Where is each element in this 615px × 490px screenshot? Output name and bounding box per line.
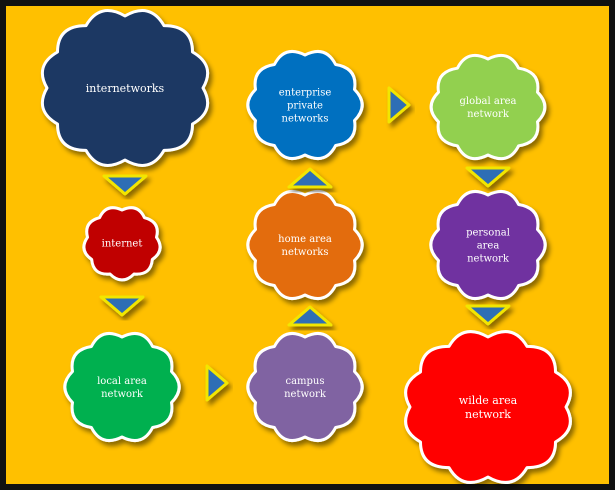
cloud-shape-personal-area-network [429,189,547,301]
arrow-enterprise-private-networks-to-global-area-network-icon [387,86,411,124]
cloud-label-campus-network: campus network [284,376,327,400]
cloud-home-area-networks: home area networks [246,189,364,301]
cloud-shape-internet [82,206,162,282]
arrow-home-area-networks-to-enterprise-private-networks-icon [287,167,333,189]
arrow-campus-network-to-home-area-networks-icon [287,305,333,327]
cloud-label-line: campus [285,376,324,387]
cloud-label-line: private [287,101,323,112]
cloud-shape-campus-network [246,331,364,443]
cloud-label-personal-area-network: personal area network [466,228,510,265]
cloud-label-global-area-network: global area network [460,96,517,120]
arrow-global-area-network-to-personal-area-network-icon [465,166,511,188]
cloud-shape-wilde-area-network [404,330,572,484]
cloud-label-internetworks: internetworks [86,82,165,95]
cloud-shape-enterprise-private-networks [246,49,364,161]
cloud-label-line: network [465,408,511,421]
cloud-label-line: network [467,254,510,265]
cloud-internetworks: internetworks [40,9,210,167]
arrow-internet-to-local-area-network-icon [99,295,145,317]
cloud-label-enterprise-private-networks: enterprise private networks [279,88,332,125]
cloud-label-line: enterprise [279,88,332,99]
cloud-label-line: internetworks [86,82,165,95]
cloud-campus-network: campus network [246,331,364,443]
cloud-label-line: internet [102,239,143,250]
cloud-label-line: network [101,389,144,400]
cloud-local-area-network: local area network [63,331,181,443]
cloud-shape-local-area-network [63,331,181,443]
arrow-local-area-network-to-campus-network-icon [205,364,229,402]
cloud-label-line: network [284,389,327,400]
cloud-shape-global-area-network [429,53,547,161]
cloud-label-line: networks [282,247,329,258]
cloud-label-line: personal [466,228,510,239]
cloud-label-line: area [477,241,500,252]
cloud-label-line: global area [460,96,517,107]
cloud-label-line: network [467,109,510,120]
cloud-label-line: local area [97,376,147,387]
cloud-shape-home-area-networks [246,189,364,301]
cloud-label-line: networks [282,114,329,125]
cloud-label-internet: internet [102,239,143,250]
cloud-label-home-area-networks: home area networks [278,234,332,258]
arrow-internetworks-to-internet-icon [102,174,148,196]
cloud-shape-internetworks [40,9,210,167]
cloud-global-area-network: global area network [429,53,547,161]
cloud-label-line: wilde area [459,394,518,407]
cloud-label-local-area-network: local area network [97,376,147,400]
arrows-layer [99,86,511,402]
arrow-personal-area-network-to-wilde-area-network-icon [465,304,511,326]
cloud-enterprise-private-networks: enterprise private networks [246,49,364,161]
cloud-label-line: home area [278,234,332,245]
cloud-personal-area-network: personal area network [429,189,547,301]
cloud-internet: internet [82,206,162,282]
